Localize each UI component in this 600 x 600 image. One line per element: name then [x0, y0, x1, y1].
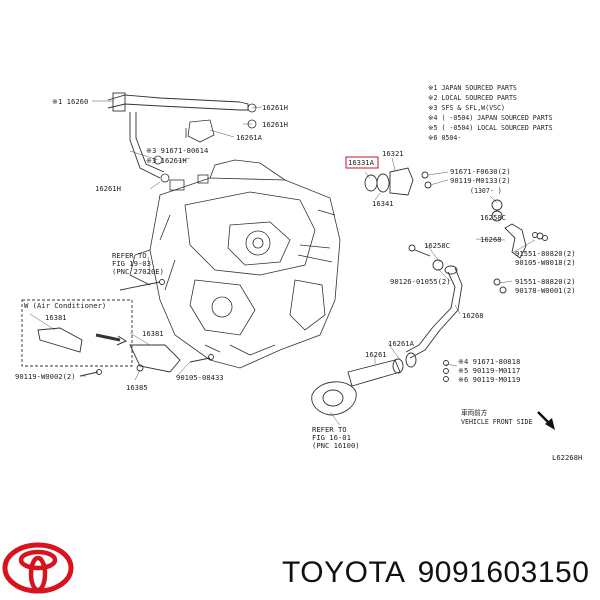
part-label: 90126-01055(2): [390, 277, 451, 286]
part-label: 16261H: [262, 103, 288, 112]
part-label: 16381: [45, 313, 67, 322]
legend-line: ※6 0504-: [428, 134, 461, 142]
refer-line: REFER TO: [112, 251, 147, 260]
engine-block-drawing: [129, 159, 341, 369]
refer-line: (PNC 27020E): [112, 267, 164, 276]
part-number: 9091603150: [417, 556, 590, 589]
leader-lines: [29, 100, 536, 426]
legend-line: ※1 JAPAN SOURCED PARTS: [428, 84, 517, 92]
legend-line: ※3 SFS & SFL,W(VSC): [428, 104, 505, 112]
part-label: 16341: [372, 199, 394, 208]
clamp-sketches: [153, 103, 257, 183]
hose-16260-drawing: [107, 92, 249, 179]
part-label: 91551-80820(2): [515, 277, 576, 286]
part-label: 16268: [480, 235, 502, 244]
part-label: 16331A: [348, 158, 375, 167]
part-label: 16261: [365, 350, 387, 359]
part-label: 16261A: [388, 339, 415, 348]
air-conditioner-label: W (Air Conditioner): [24, 301, 106, 310]
part-label: 91551-80820(2): [515, 249, 576, 258]
part-label: ※3 16261H: [146, 156, 187, 165]
pipe-16268-drawing: [405, 199, 548, 359]
part-label: 16261H: [262, 120, 288, 129]
part-label: ※5 90119-M0117: [458, 366, 520, 375]
part-label: ※3 91671-80614: [146, 146, 208, 155]
legend-line: ※2 LOCAL SOURCED PARTS: [428, 94, 517, 102]
legend-notes: ※1 JAPAN SOURCED PARTS ※2 LOCAL SOURCED …: [428, 84, 553, 195]
part-label: 16268: [462, 311, 484, 320]
vehicle-front-arrow: [537, 411, 555, 430]
date-range-label: (1307- ): [470, 187, 502, 195]
water-pump-drawing: [311, 352, 449, 416]
refer-line: FIG 16-01: [312, 433, 351, 442]
refer-line: (PNC 16100): [312, 441, 360, 450]
part-label: ※6 90119-M0119: [458, 375, 520, 384]
vehicle-front-en: VEHICLE FRONT SIDE: [461, 418, 532, 426]
part-label: 91671-F0630(2): [450, 167, 511, 176]
part-label: 16258C: [424, 241, 450, 250]
water-inlet-parts: [364, 167, 432, 196]
part-label: ※1 16260: [52, 97, 88, 106]
part-label: 90119-W0002(2): [15, 372, 76, 381]
part-number-labels: ※1 16260 16261H 16261H 16261A ※3 91671-8…: [15, 97, 576, 392]
part-label: 90105-W0018(2): [515, 258, 576, 267]
highlight-box-16331a: [345, 156, 379, 169]
refer-line: FIG 19-03: [112, 259, 151, 268]
ac-bracket-drawing: [21, 244, 431, 377]
vehicle-front-jp: 車両前方: [461, 408, 488, 417]
part-label: ※4 91671-80818: [458, 357, 520, 366]
refer-note-1: REFER TO FIG 19-03 (PNC 27020E): [112, 251, 164, 276]
part-label: 90178-W0001(2): [515, 286, 576, 295]
toyota-logo: [2, 542, 74, 594]
product-footer: TOYOTA 9091603150: [282, 556, 600, 590]
brand-name: TOYOTA: [282, 556, 406, 589]
part-label: 90105-08433: [176, 373, 224, 382]
part-label: 16321: [382, 149, 404, 158]
legend-line: ※5 ( -0504) LOCAL SOURCED PARTS: [428, 124, 553, 132]
legend-line: ※4 ( -0504) JAPAN SOURCED PARTS: [428, 114, 553, 122]
part-label: 16261A: [236, 133, 263, 142]
refer-note-2: REFER TO FIG 16-01 (PNC 16100): [312, 425, 360, 450]
part-label: 16381: [142, 329, 164, 338]
part-label: 90119-M0133(2): [450, 176, 511, 185]
refer-line: REFER TO: [312, 425, 347, 434]
part-label: 16261H: [95, 184, 121, 193]
figure-code: L62268H: [552, 453, 582, 462]
part-label: 16385: [126, 383, 148, 392]
part-label: 16258C: [480, 213, 506, 222]
